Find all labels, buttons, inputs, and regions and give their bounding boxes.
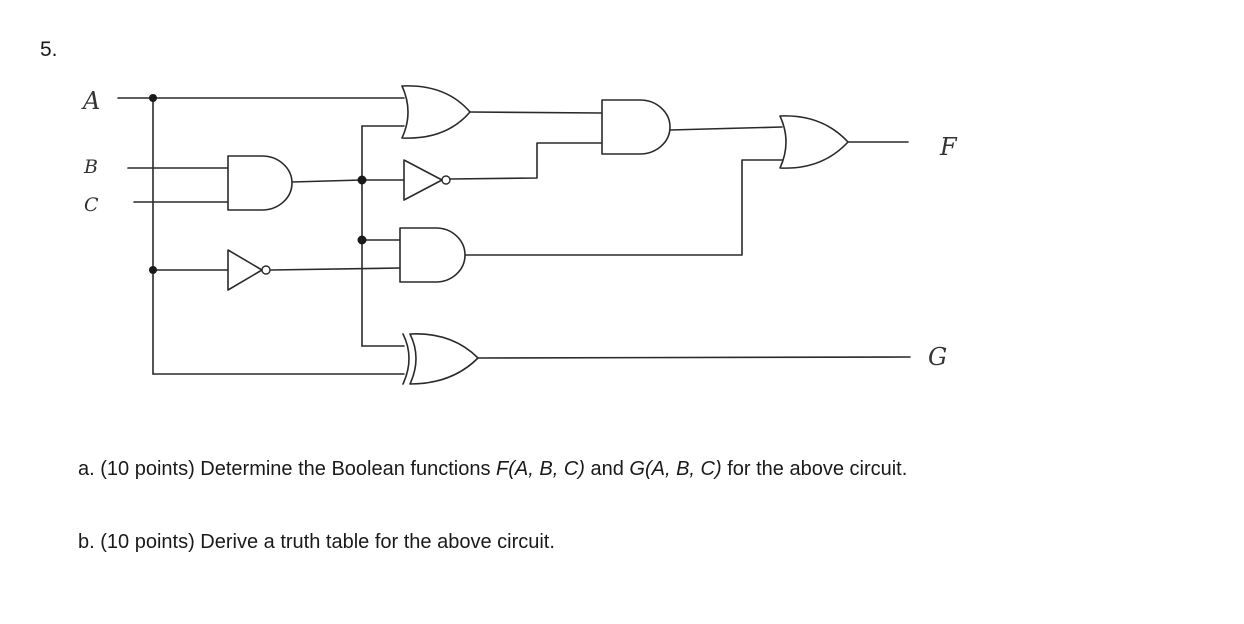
output-label-g: G xyxy=(928,343,947,371)
xor-gate xyxy=(409,333,479,385)
not-gate-mid-bubble xyxy=(441,175,451,185)
question-part-b: b. (10 points) Derive a truth table for … xyxy=(78,531,555,553)
function-f-expression: F(A, B, C) xyxy=(496,458,585,480)
wires xyxy=(117,97,911,375)
question-part-a: a. (10 points) Determine the Boolean fun… xyxy=(78,458,907,481)
logic-circuit-diagram: A B C F G xyxy=(81,85,958,385)
input-label-a: A xyxy=(81,87,100,115)
input-label-c: C xyxy=(84,194,99,216)
and-gate-lower xyxy=(399,227,466,283)
junction-dot xyxy=(357,175,367,185)
function-g-expression: G(A, B, C) xyxy=(629,458,722,480)
not-gate-mid xyxy=(403,159,443,201)
output-label-f: F xyxy=(939,133,958,161)
and-gate-bc xyxy=(227,155,293,211)
xor-gate-back-curve xyxy=(402,333,410,385)
and-gate-right xyxy=(601,99,671,155)
part-a-prefix: a. (10 points) Determine the Boolean fun… xyxy=(78,458,497,480)
or-gate-a xyxy=(401,85,471,139)
not-gate-a-bubble xyxy=(261,265,271,275)
part-a-middle: and xyxy=(584,458,630,480)
junction-dot xyxy=(149,266,157,274)
input-label-b: B xyxy=(83,156,98,178)
or-gate-final xyxy=(779,115,849,169)
not-gate-a xyxy=(227,249,263,291)
part-a-suffix: for the above circuit. xyxy=(721,458,908,480)
junction-dot xyxy=(357,235,367,245)
junction-dot xyxy=(149,94,157,102)
question-number: 5. xyxy=(40,38,58,61)
